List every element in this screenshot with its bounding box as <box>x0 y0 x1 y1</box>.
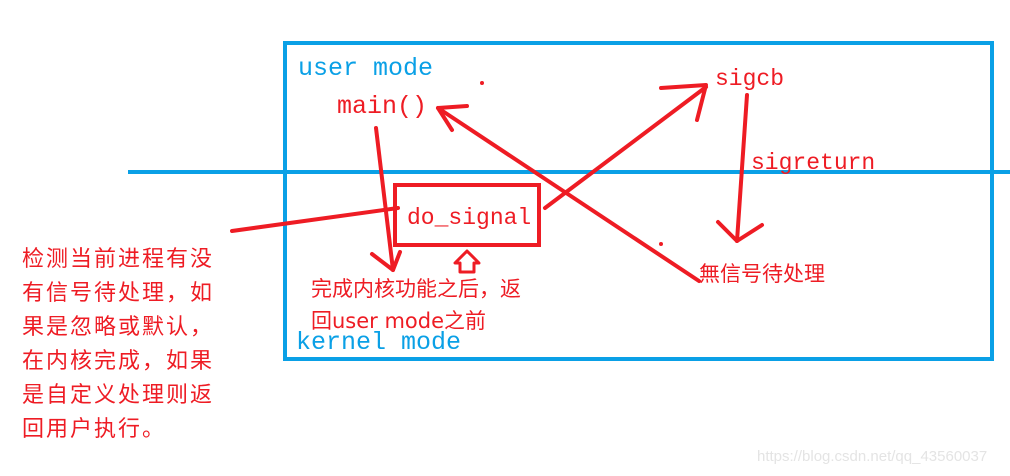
left-note-line: 果是忽略或默认， <box>22 315 215 340</box>
left-note-line: 在内核完成，如果 <box>22 349 215 374</box>
no-signal-node: 無信号待处理 <box>699 262 825 286</box>
kernel-note-line: 回user mode之前 <box>311 309 487 333</box>
left-note: 检测当前进程有没 有信号待处理，如 果是忽略或默认， 在内核完成，如果 是自定义… <box>22 243 214 447</box>
left-note-line: 有信号待处理，如 <box>22 281 215 306</box>
up-arrow-do-signal <box>453 249 481 274</box>
arrow-return-to-main <box>436 106 701 283</box>
arrow-main-to-kernel <box>374 126 395 272</box>
left-note-line: 检测当前进程有没 <box>22 247 215 272</box>
arrowhead-sigcb <box>659 83 708 122</box>
dot-mark <box>480 81 484 85</box>
user-mode-label: user mode <box>298 54 434 83</box>
leader-left-note <box>230 206 400 233</box>
kernel-note-line: 完成内核功能之后，返 <box>311 277 521 301</box>
kernel-note: 完成内核功能之后，返 回user mode之前 <box>311 273 521 337</box>
arrowhead-main <box>436 104 469 132</box>
do-signal-node: do_signal <box>407 205 532 231</box>
watermark: https://blog.csdn.net/qq_43560037 <box>757 448 988 465</box>
do-signal-box <box>393 183 541 247</box>
arrowhead-main-to-kernel <box>370 250 402 272</box>
dot-mark <box>659 242 663 246</box>
mode-frame <box>283 41 994 361</box>
main-node: main() <box>337 92 428 121</box>
left-note-line: 回用户执行。 <box>22 417 167 442</box>
left-note-line: 是自定义处理则返 <box>22 383 215 408</box>
sigreturn-label: sigreturn <box>751 150 876 176</box>
arrowhead-sigreturn <box>716 220 764 243</box>
sigcb-node: sigcb <box>715 66 785 92</box>
arrow-sigreturn <box>735 93 749 243</box>
kernel-mode-label: kernel mode <box>296 328 462 357</box>
arrow-do-signal-to-sigcb <box>543 85 708 210</box>
